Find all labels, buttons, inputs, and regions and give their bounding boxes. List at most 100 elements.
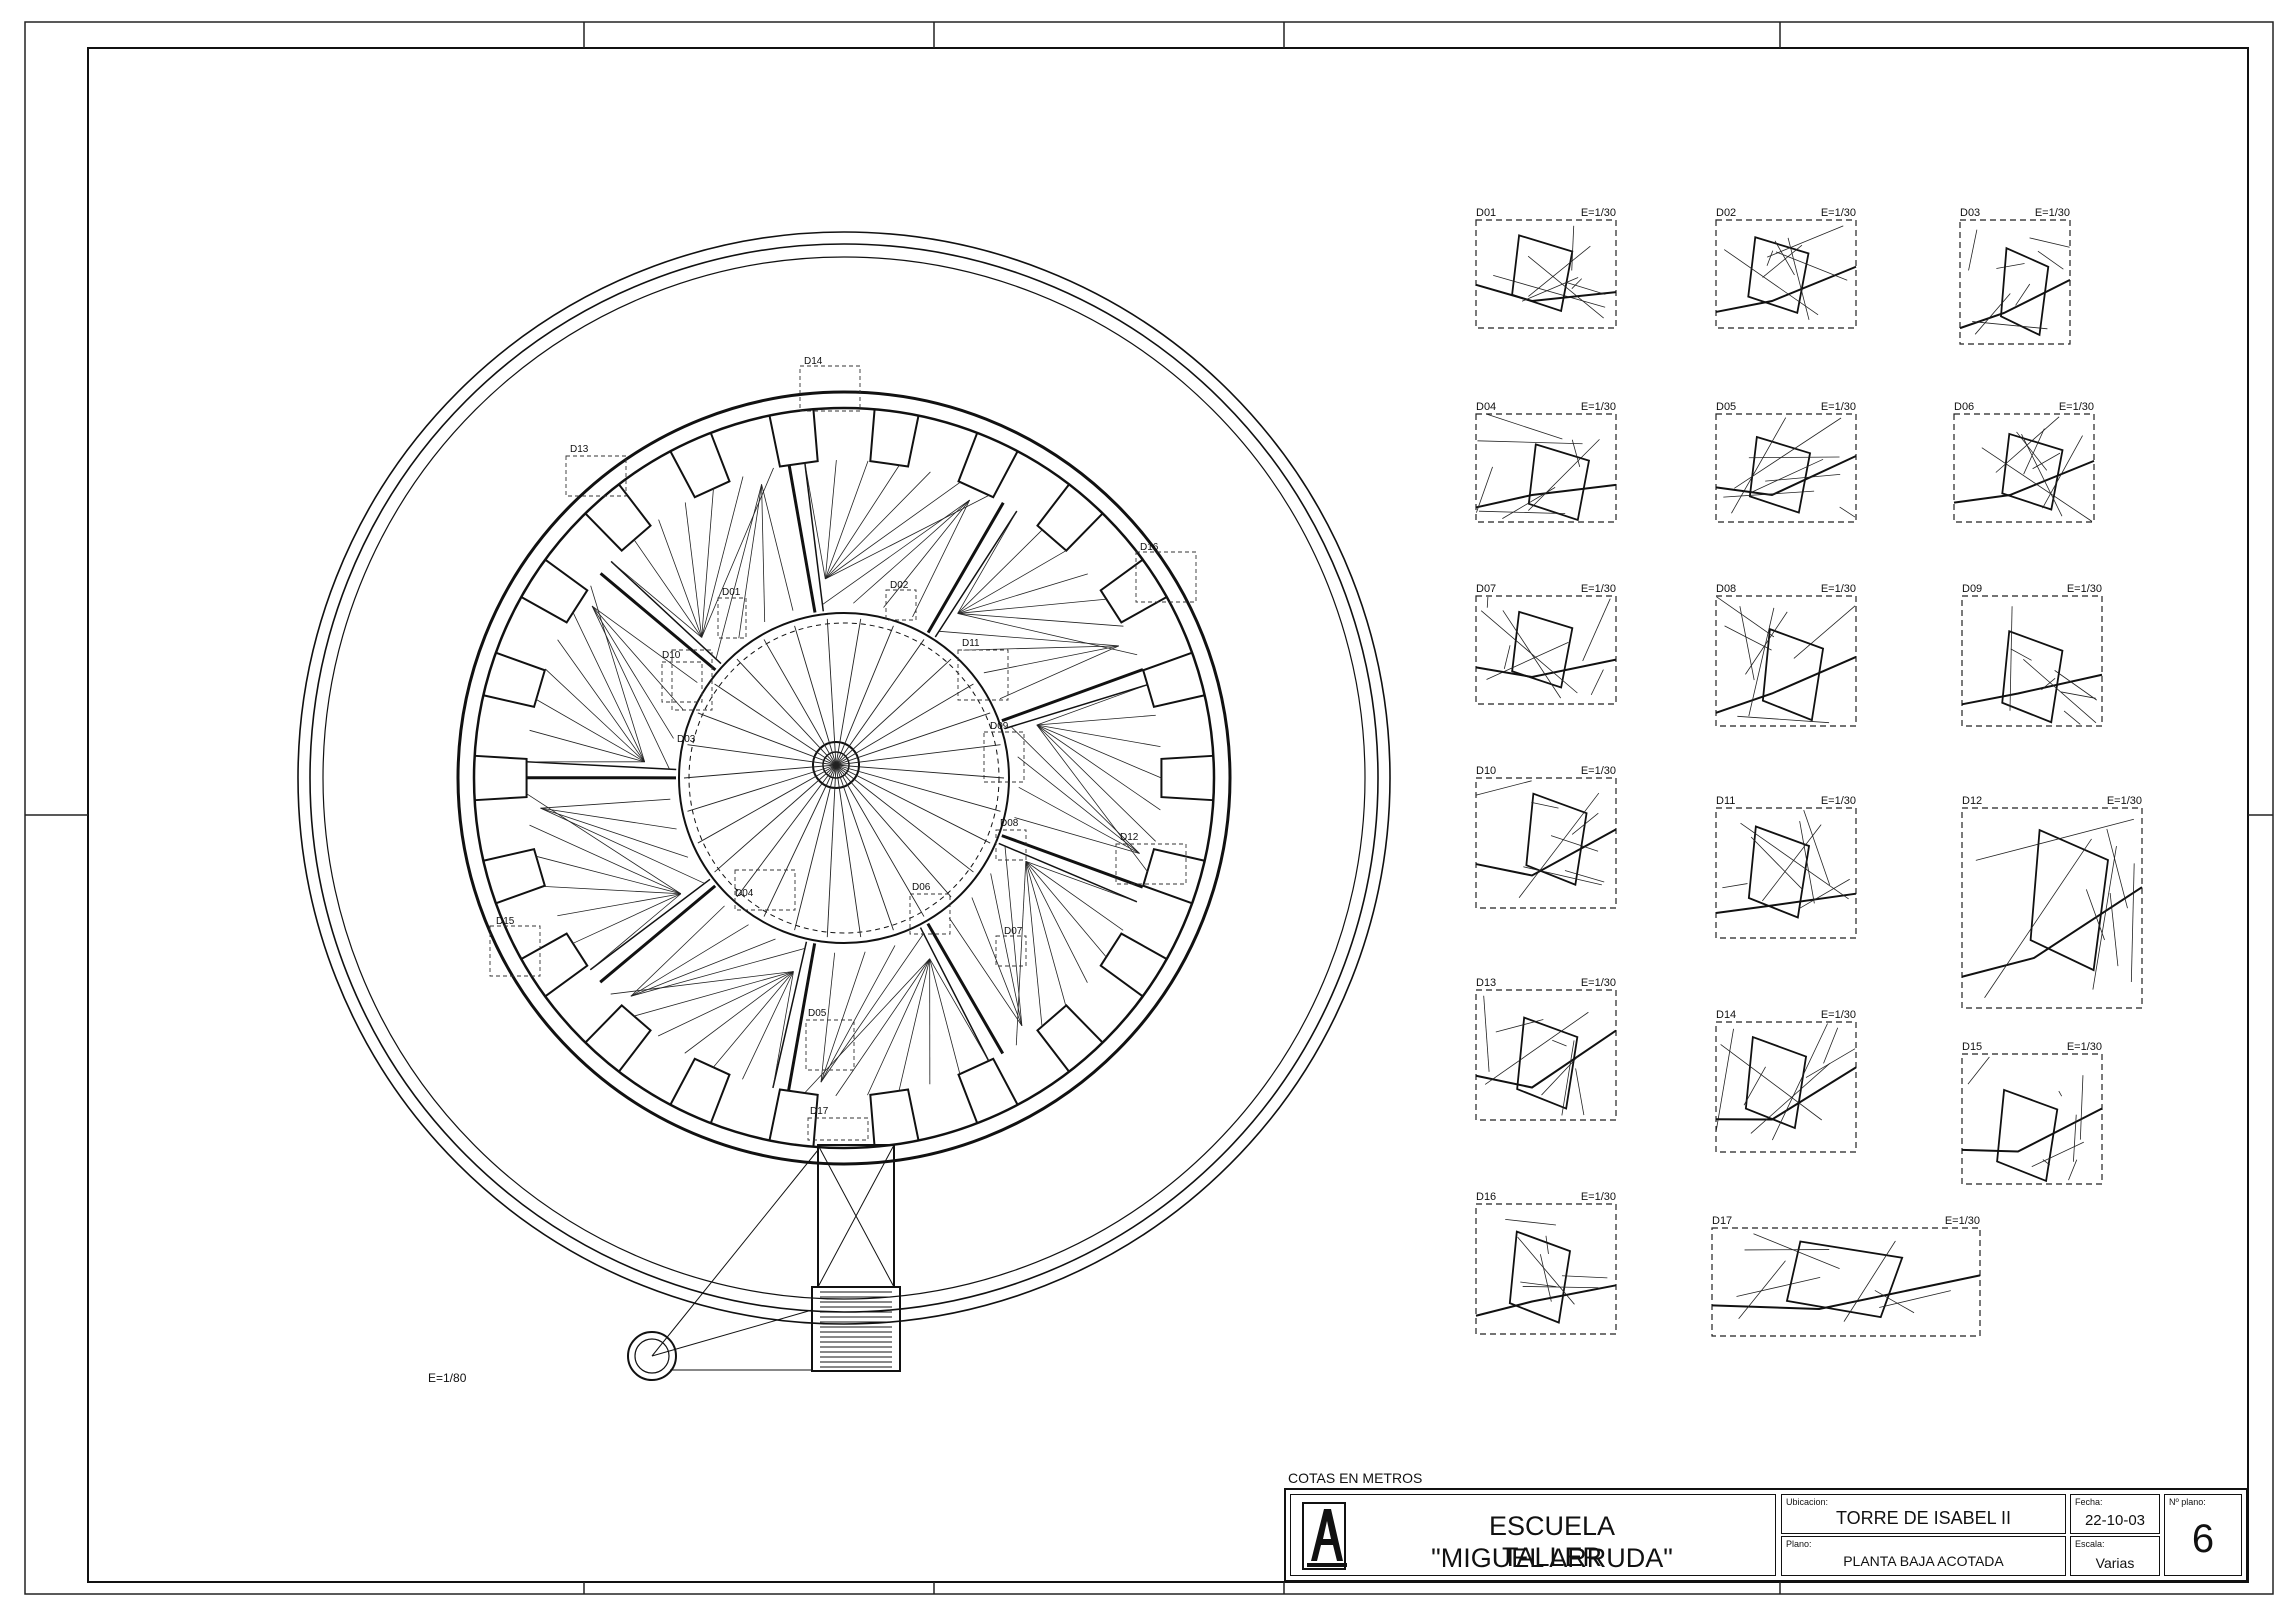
callout-label: D15 — [496, 916, 515, 927]
tower-wall-outer — [456, 390, 1232, 1166]
sheet-number-label: Nº plano: — [2169, 1497, 2206, 1507]
measure-line — [2054, 670, 2097, 701]
partition-wall — [599, 572, 717, 672]
measure-line — [957, 613, 1124, 627]
measure-line — [572, 611, 646, 763]
measure-line — [2023, 659, 2097, 724]
wall-niche — [1036, 1004, 1104, 1073]
measure-line — [633, 971, 794, 1017]
wall-niche — [957, 1057, 1019, 1124]
opening-outline — [1744, 1035, 1808, 1130]
callout-box — [661, 661, 703, 703]
date-cell: Fecha: 22-10-03 — [2070, 1494, 2160, 1534]
measure-line — [1716, 596, 1775, 638]
measure-line — [1750, 836, 1804, 891]
measure-line — [1523, 866, 1602, 886]
measure-line — [1493, 275, 1606, 308]
callout-box — [489, 925, 541, 977]
measure-line — [2029, 237, 2070, 248]
measure-line — [883, 499, 970, 608]
measure-line — [657, 971, 794, 1037]
measure-line — [957, 613, 1138, 656]
measure-line — [2106, 828, 2128, 909]
measure-line — [835, 744, 1001, 766]
opening-outline — [1525, 792, 1588, 886]
central-column — [812, 741, 860, 789]
wall-niche — [869, 1088, 920, 1147]
scale-cell: Escala: Varias — [2070, 1536, 2160, 1576]
detail-scale: E=1/30 — [2107, 795, 2142, 807]
measure-line — [794, 625, 837, 766]
opening-outline — [1761, 627, 1825, 722]
measure-line — [1745, 611, 1788, 675]
opening-outline — [1511, 234, 1574, 313]
measure-line — [535, 698, 645, 763]
measure-line — [2061, 691, 2096, 699]
callout-label: D05 — [808, 1008, 827, 1019]
measure-line — [957, 550, 1067, 614]
measure-line — [591, 605, 698, 683]
measure-line — [2063, 710, 2081, 725]
measure-line — [957, 573, 1088, 614]
measure-line — [1975, 818, 2134, 861]
detail-scale: E=1/30 — [1581, 977, 1616, 989]
measure-line — [804, 462, 826, 579]
wall-niche — [768, 1088, 819, 1147]
measure-line — [2023, 428, 2045, 475]
measure-line — [736, 764, 837, 898]
measure-line — [835, 625, 894, 766]
measure-line — [1566, 281, 1606, 295]
measure-line — [714, 683, 837, 766]
callout-box — [909, 893, 951, 935]
measure-line — [1720, 1044, 1822, 1121]
callout-label: D10 — [662, 650, 681, 661]
well — [627, 1331, 677, 1381]
measure-line — [1724, 625, 1772, 651]
callout-box — [805, 1019, 855, 1071]
callout-label: D02 — [890, 580, 909, 591]
measure-line — [697, 712, 837, 766]
wall-edge — [1715, 656, 1857, 714]
measure-line — [939, 630, 1119, 647]
measure-line — [824, 464, 900, 580]
detail-frame — [1475, 1203, 1617, 1335]
measure-line — [1753, 1233, 1840, 1269]
measure-line — [712, 971, 794, 1068]
callout-label: D12 — [1120, 832, 1139, 843]
wall-niche — [869, 409, 920, 468]
detail-id: D02 — [1716, 207, 1736, 219]
partition-wall — [926, 922, 1005, 1055]
detail-frame — [1715, 595, 1857, 727]
partition-wall — [934, 510, 1018, 638]
detail-frame — [1959, 219, 2071, 345]
inner-frame — [87, 47, 2249, 1583]
measure-line — [820, 945, 896, 1083]
plan-cell: Plano: PLANTA BAJA ACOTADA — [1781, 1536, 2066, 1576]
measure-line — [853, 499, 970, 604]
measure-line — [1748, 456, 1840, 459]
measure-line — [1036, 714, 1156, 726]
sheet-number-cell: Nº plano: 6 — [2164, 1494, 2242, 1576]
wall-niche — [1160, 754, 1214, 802]
plan-value: PLANTA BAJA ACOTADA — [1843, 1553, 2004, 1569]
callout-box — [799, 365, 861, 412]
measure-line — [2009, 606, 2013, 711]
measure-line — [835, 764, 862, 938]
wall-edge — [1961, 673, 2103, 706]
detail-scale: E=1/30 — [1821, 795, 1856, 807]
detail-id: D11 — [1716, 795, 1735, 807]
measure-line — [1486, 413, 1563, 440]
measure-line — [835, 764, 1001, 812]
measure-line — [591, 605, 670, 769]
measure-line — [1502, 487, 1556, 519]
measure-line — [1762, 824, 1822, 902]
detail-id: D03 — [1960, 207, 1980, 219]
measure-line — [630, 938, 776, 997]
measure-line — [2032, 452, 2061, 470]
detail-id: D16 — [1476, 1191, 1496, 1203]
measure-line — [763, 639, 837, 766]
